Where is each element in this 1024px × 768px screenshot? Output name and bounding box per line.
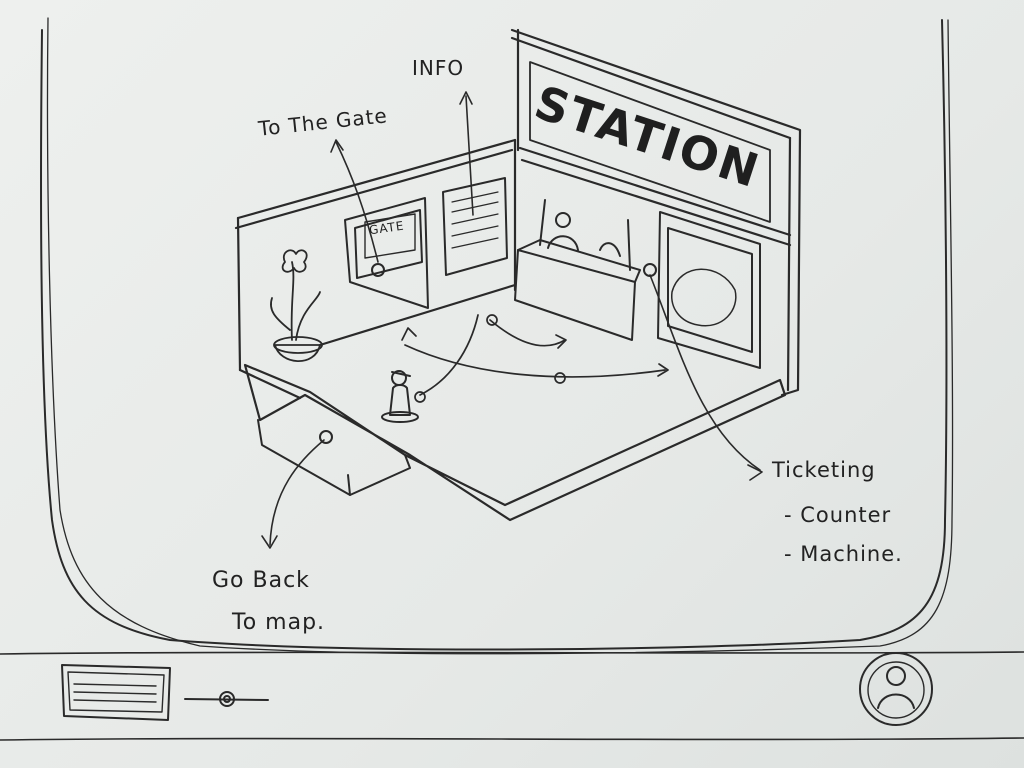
ticketing-counter-label: - Counter xyxy=(784,503,892,527)
exit-step[interactable] xyxy=(257,419,411,496)
annotation-arrows xyxy=(261,91,763,549)
player-figure-icon[interactable] xyxy=(381,370,419,423)
movement-arrows xyxy=(401,314,669,403)
profile-avatar-icon[interactable] xyxy=(859,652,933,726)
ticket-machine[interactable] xyxy=(643,211,761,369)
ticketing-machine-label: - Machine. xyxy=(784,542,903,566)
ticketing-label: Ticketing xyxy=(772,458,876,482)
go-back-label-line1: Go Back xyxy=(212,568,310,593)
info-board[interactable] xyxy=(442,177,508,276)
potted-plant xyxy=(270,249,323,362)
info-label: INFO xyxy=(412,56,465,80)
gate-door[interactable] xyxy=(344,197,429,309)
station-room xyxy=(234,28,802,522)
slider-icon[interactable] xyxy=(184,691,269,707)
ticket-counter[interactable] xyxy=(514,199,641,341)
go-back-label-line2: To map. xyxy=(232,610,326,635)
menu-panel-icon[interactable] xyxy=(61,664,171,721)
device-frame xyxy=(0,17,1024,741)
